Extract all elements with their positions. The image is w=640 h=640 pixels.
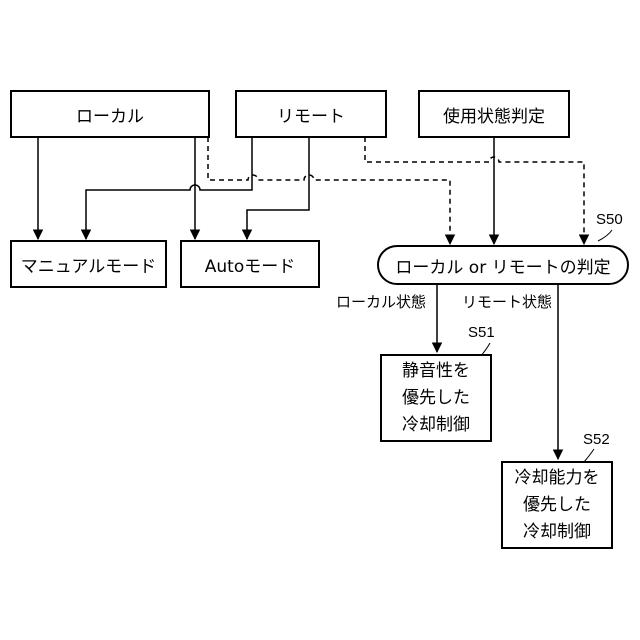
remote-box: リモート — [235, 90, 387, 138]
arrow-remote-to-auto — [247, 137, 309, 239]
quiet-priority-control-box: 静音性を 優先した 冷却制御 — [380, 354, 492, 442]
usage-judgment-box: 使用状態判定 — [418, 90, 570, 138]
step-label-s50: S50 — [596, 211, 623, 228]
local-remote-decision: ローカル or リモートの判定 — [377, 245, 629, 285]
local-state-label: ローカル状態 — [336, 291, 426, 312]
capacity-priority-control-box: 冷却能力を 優先した 冷却制御 — [501, 461, 613, 549]
quiet-line-1: 静音性を — [402, 358, 470, 385]
quiet-line-3: 冷却制御 — [402, 412, 470, 439]
dashed-remote-to-decision — [365, 137, 584, 244]
auto-mode-box: Autoモード — [180, 240, 320, 288]
arrow-remote-to-manual — [86, 137, 252, 239]
capacity-line-2: 優先した — [523, 492, 591, 519]
step-label-s51: S51 — [468, 324, 495, 341]
capacity-line-1: 冷却能力を — [515, 465, 600, 492]
capacity-line-3: 冷却制御 — [523, 519, 591, 546]
leader-s50 — [598, 230, 612, 241]
quiet-line-2: 優先した — [402, 385, 470, 412]
local-box: ローカル — [10, 90, 210, 138]
step-label-s52: S52 — [583, 431, 610, 448]
manual-mode-box: マニュアルモード — [10, 240, 167, 288]
remote-state-label: リモート状態 — [462, 291, 552, 312]
